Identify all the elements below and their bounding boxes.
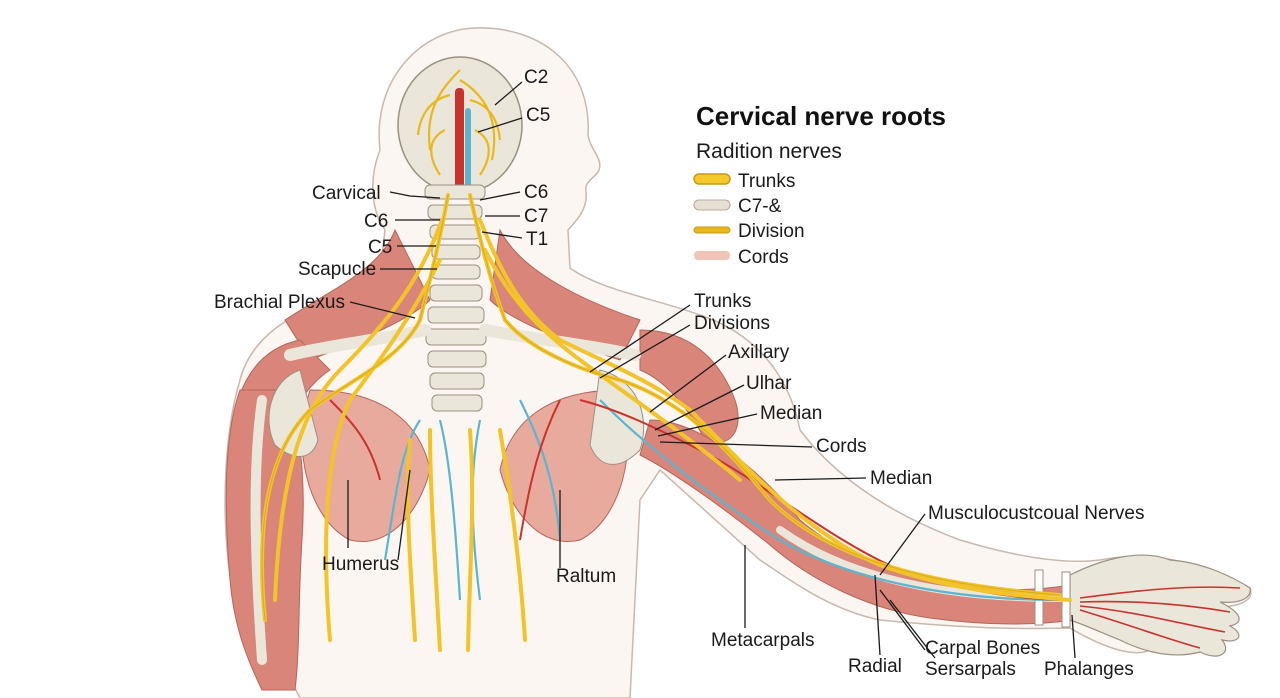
label-carpal-bones: Carpal Bones	[925, 638, 1040, 659]
label-cords: Cords	[816, 436, 867, 457]
label-carvical: Carvical	[312, 183, 381, 204]
legend-swatches	[693, 173, 731, 260]
label-c6-right: C6	[524, 182, 548, 203]
legend-item-trunks: Trunks	[738, 171, 795, 192]
legend-swatch-cords	[694, 251, 730, 260]
brachial-nerves-outline	[261, 194, 1061, 621]
spinal-vein-top	[465, 108, 471, 198]
label-c5-left: C5	[368, 237, 392, 258]
label-humerus: Humerus	[322, 554, 399, 575]
leader-lines	[347, 81, 1076, 659]
label-axillary: Axillary	[728, 342, 790, 363]
legend-title: Cervical nerve roots	[696, 101, 946, 131]
label-t1: T1	[526, 229, 548, 250]
label-divisions: Divisions	[694, 313, 770, 334]
label-metacarpals: Metacarpals	[711, 630, 815, 651]
label-ulhar: Ulhar	[746, 373, 792, 394]
spinal-cord-top	[455, 88, 464, 198]
hand	[1069, 554, 1251, 657]
label-trunks: Trunks	[694, 291, 751, 312]
legend-item-division: Division	[738, 221, 805, 242]
legend-swatch-trunks	[693, 173, 731, 185]
hand-nerves	[1079, 586, 1241, 649]
label-raltum: Raltum	[556, 566, 616, 587]
legend-subtitle: Radition nerves	[696, 140, 842, 163]
label-musculo: Musculocustcoual Nerves	[928, 503, 1144, 524]
left-arm	[225, 389, 304, 691]
label-c7: C7	[524, 206, 548, 227]
label-radial: Radial	[848, 656, 902, 677]
label-c5-top: C5	[526, 105, 550, 126]
scapula-left	[268, 369, 319, 457]
label-scapucle: Scapucle	[298, 259, 376, 280]
pectoral-left	[301, 389, 431, 542]
label-sersarpals: Sersarpals	[925, 659, 1016, 680]
legend-swatch-c7	[693, 199, 731, 211]
humerus-bone	[250, 395, 267, 665]
label-brachial-plexus: Brachial Plexus	[214, 292, 345, 313]
label-median-lower: Median	[870, 468, 932, 489]
brain-nerves	[416, 69, 502, 176]
deltoid-right	[639, 329, 739, 444]
label-median-upper: Median	[760, 403, 822, 424]
label-phalanges: Phalanges	[1044, 659, 1134, 680]
legend-item-c7: C7-&	[738, 196, 782, 217]
label-c2: C2	[524, 67, 548, 88]
label-c6-left: C6	[364, 211, 388, 232]
legend-item-cords: Cords	[738, 247, 789, 268]
spine	[424, 184, 487, 412]
neck-muscle-right	[489, 228, 641, 361]
legend-swatch-division	[693, 226, 731, 234]
